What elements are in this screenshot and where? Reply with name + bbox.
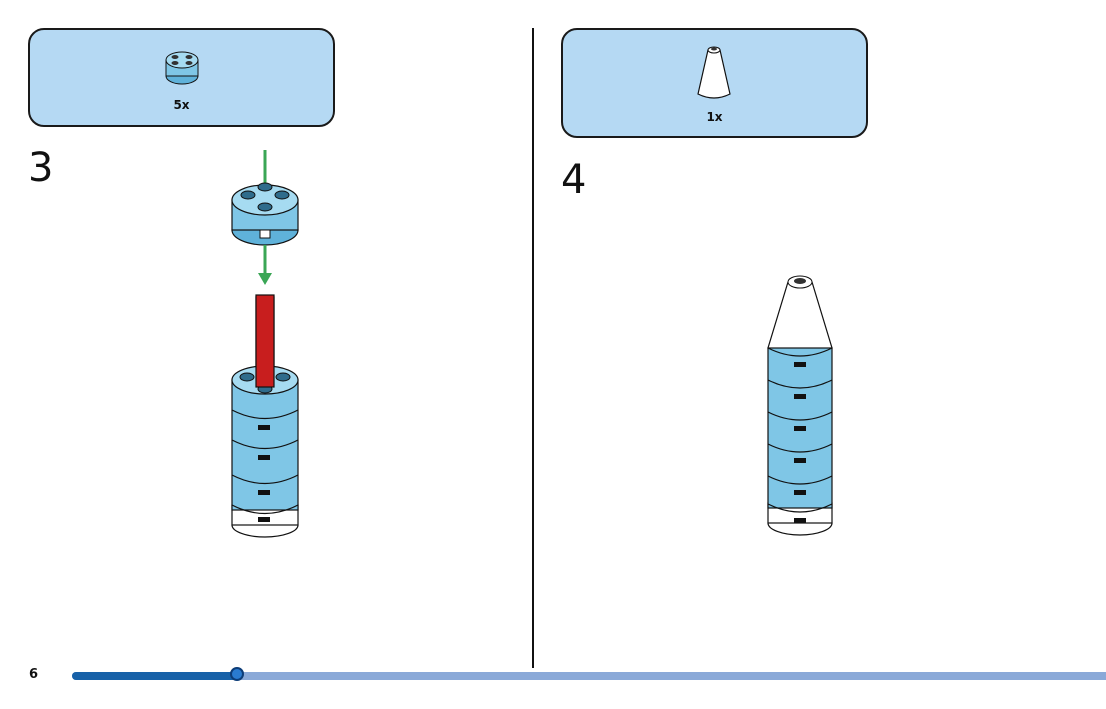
part-quantity: 5x bbox=[173, 98, 190, 112]
step-number-3: 3 bbox=[28, 145, 54, 191]
part-quantity: 1x bbox=[706, 110, 723, 124]
round-brick-part-icon bbox=[165, 51, 199, 85]
progress-track bbox=[72, 672, 1106, 680]
page-number: 6 bbox=[29, 667, 39, 682]
step-3-assembly-illustration bbox=[231, 150, 299, 538]
progress-knob bbox=[230, 667, 244, 681]
cone-part-icon bbox=[697, 46, 731, 99]
step-number-4: 4 bbox=[561, 157, 587, 203]
parts-callout-step-3: 5x bbox=[28, 28, 335, 127]
progress-fill bbox=[72, 672, 237, 680]
step-4-assembly-illustration bbox=[767, 275, 833, 536]
parts-callout-step-4: 1x bbox=[561, 28, 868, 138]
page-divider bbox=[532, 28, 534, 668]
